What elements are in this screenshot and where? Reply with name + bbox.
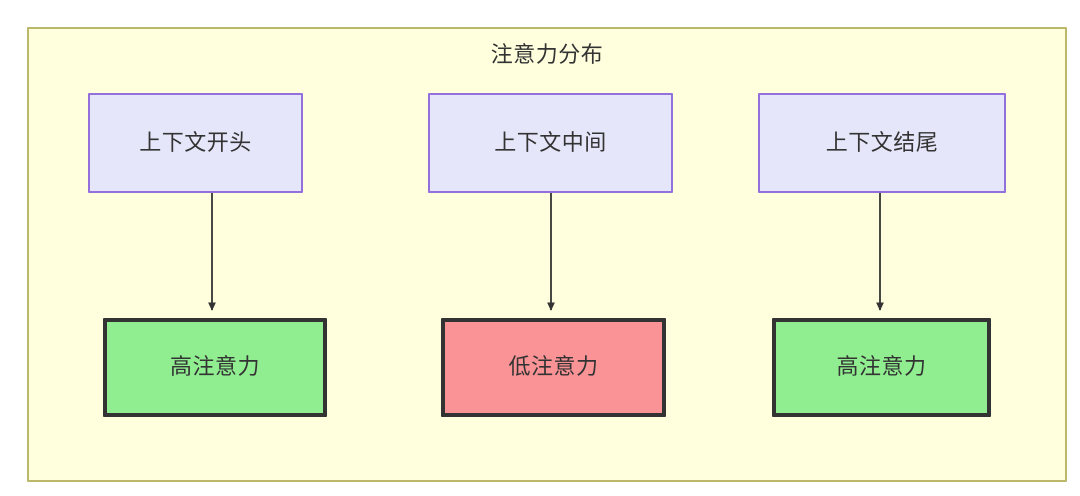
node-context-start[interactable]: 上下文开头	[88, 93, 303, 193]
node-high-attention-end-label: 高注意力	[836, 354, 927, 380]
node-context-start-label: 上下文开头	[139, 129, 252, 155]
node-high-attention-end[interactable]: 高注意力	[772, 318, 991, 417]
node-context-middle-label: 上下文中间	[494, 129, 607, 155]
node-high-attention-start[interactable]: 高注意力	[103, 318, 327, 417]
node-context-end[interactable]: 上下文结尾	[758, 93, 1006, 193]
node-low-attention-middle[interactable]: 低注意力	[441, 318, 666, 417]
node-context-end-label: 上下文结尾	[825, 129, 939, 155]
node-context-middle[interactable]: 上下文中间	[428, 93, 673, 193]
node-low-attention-middle-label: 低注意力	[508, 354, 599, 380]
subgraph-title: 注意力分布	[490, 42, 604, 67]
node-high-attention-start-label: 高注意力	[169, 354, 260, 380]
